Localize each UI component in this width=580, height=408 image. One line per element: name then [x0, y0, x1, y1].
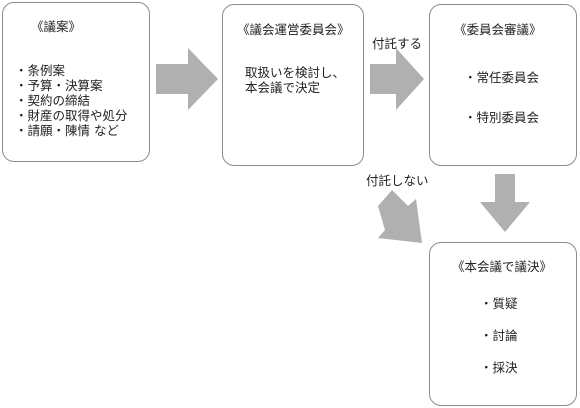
bill-item: ・契約の締結: [15, 93, 91, 108]
arrow-steering-to-committee: [370, 48, 424, 110]
arrow-committee-to-plenary: [480, 174, 530, 232]
bill-item: ・請願・陳情 など: [15, 123, 119, 138]
arrow-bill-to-steering: [156, 48, 218, 110]
steering-committee-title: 《議会運営委員会》: [237, 22, 350, 37]
refer-label: 付託する: [372, 36, 423, 51]
steering-committee-line: 本会議で決定: [245, 80, 321, 95]
plenary-vote-box: 《本会議で議決》 ・質疑 ・討論 ・採決: [429, 242, 577, 406]
steering-committee-box: 《議会運営委員会》 取扱いを検討し、 本会議で決定: [222, 4, 364, 166]
bill-item: ・予算・決算案: [15, 78, 103, 93]
steering-committee-line: 取扱いを検討し、: [245, 65, 346, 80]
committee-review-item: ・特別委員会: [464, 110, 540, 125]
bill-item: ・条例案: [15, 63, 66, 78]
bill-box: 《議案》 ・条例案 ・予算・決算案 ・契約の締結 ・財産の取得や処分 ・請願・陳…: [2, 2, 150, 162]
plenary-vote-item: ・質疑: [480, 296, 518, 311]
bill-item: ・財産の取得や処分: [15, 108, 128, 123]
committee-review-box: 《委員会審議》 ・常任委員会 ・特別委員会: [429, 4, 577, 166]
plenary-vote-item: ・採決: [480, 360, 518, 375]
committee-review-item: ・常任委員会: [464, 70, 540, 85]
committee-review-title: 《委員会審議》: [454, 22, 542, 37]
bill-title: 《議案》: [31, 19, 82, 34]
plenary-vote-title: 《本会議で議決》: [452, 259, 553, 274]
plenary-vote-item: ・討論: [480, 328, 518, 343]
no-refer-label: 付託しない: [366, 173, 429, 188]
arrow-steering-to-plenary: [378, 190, 422, 243]
